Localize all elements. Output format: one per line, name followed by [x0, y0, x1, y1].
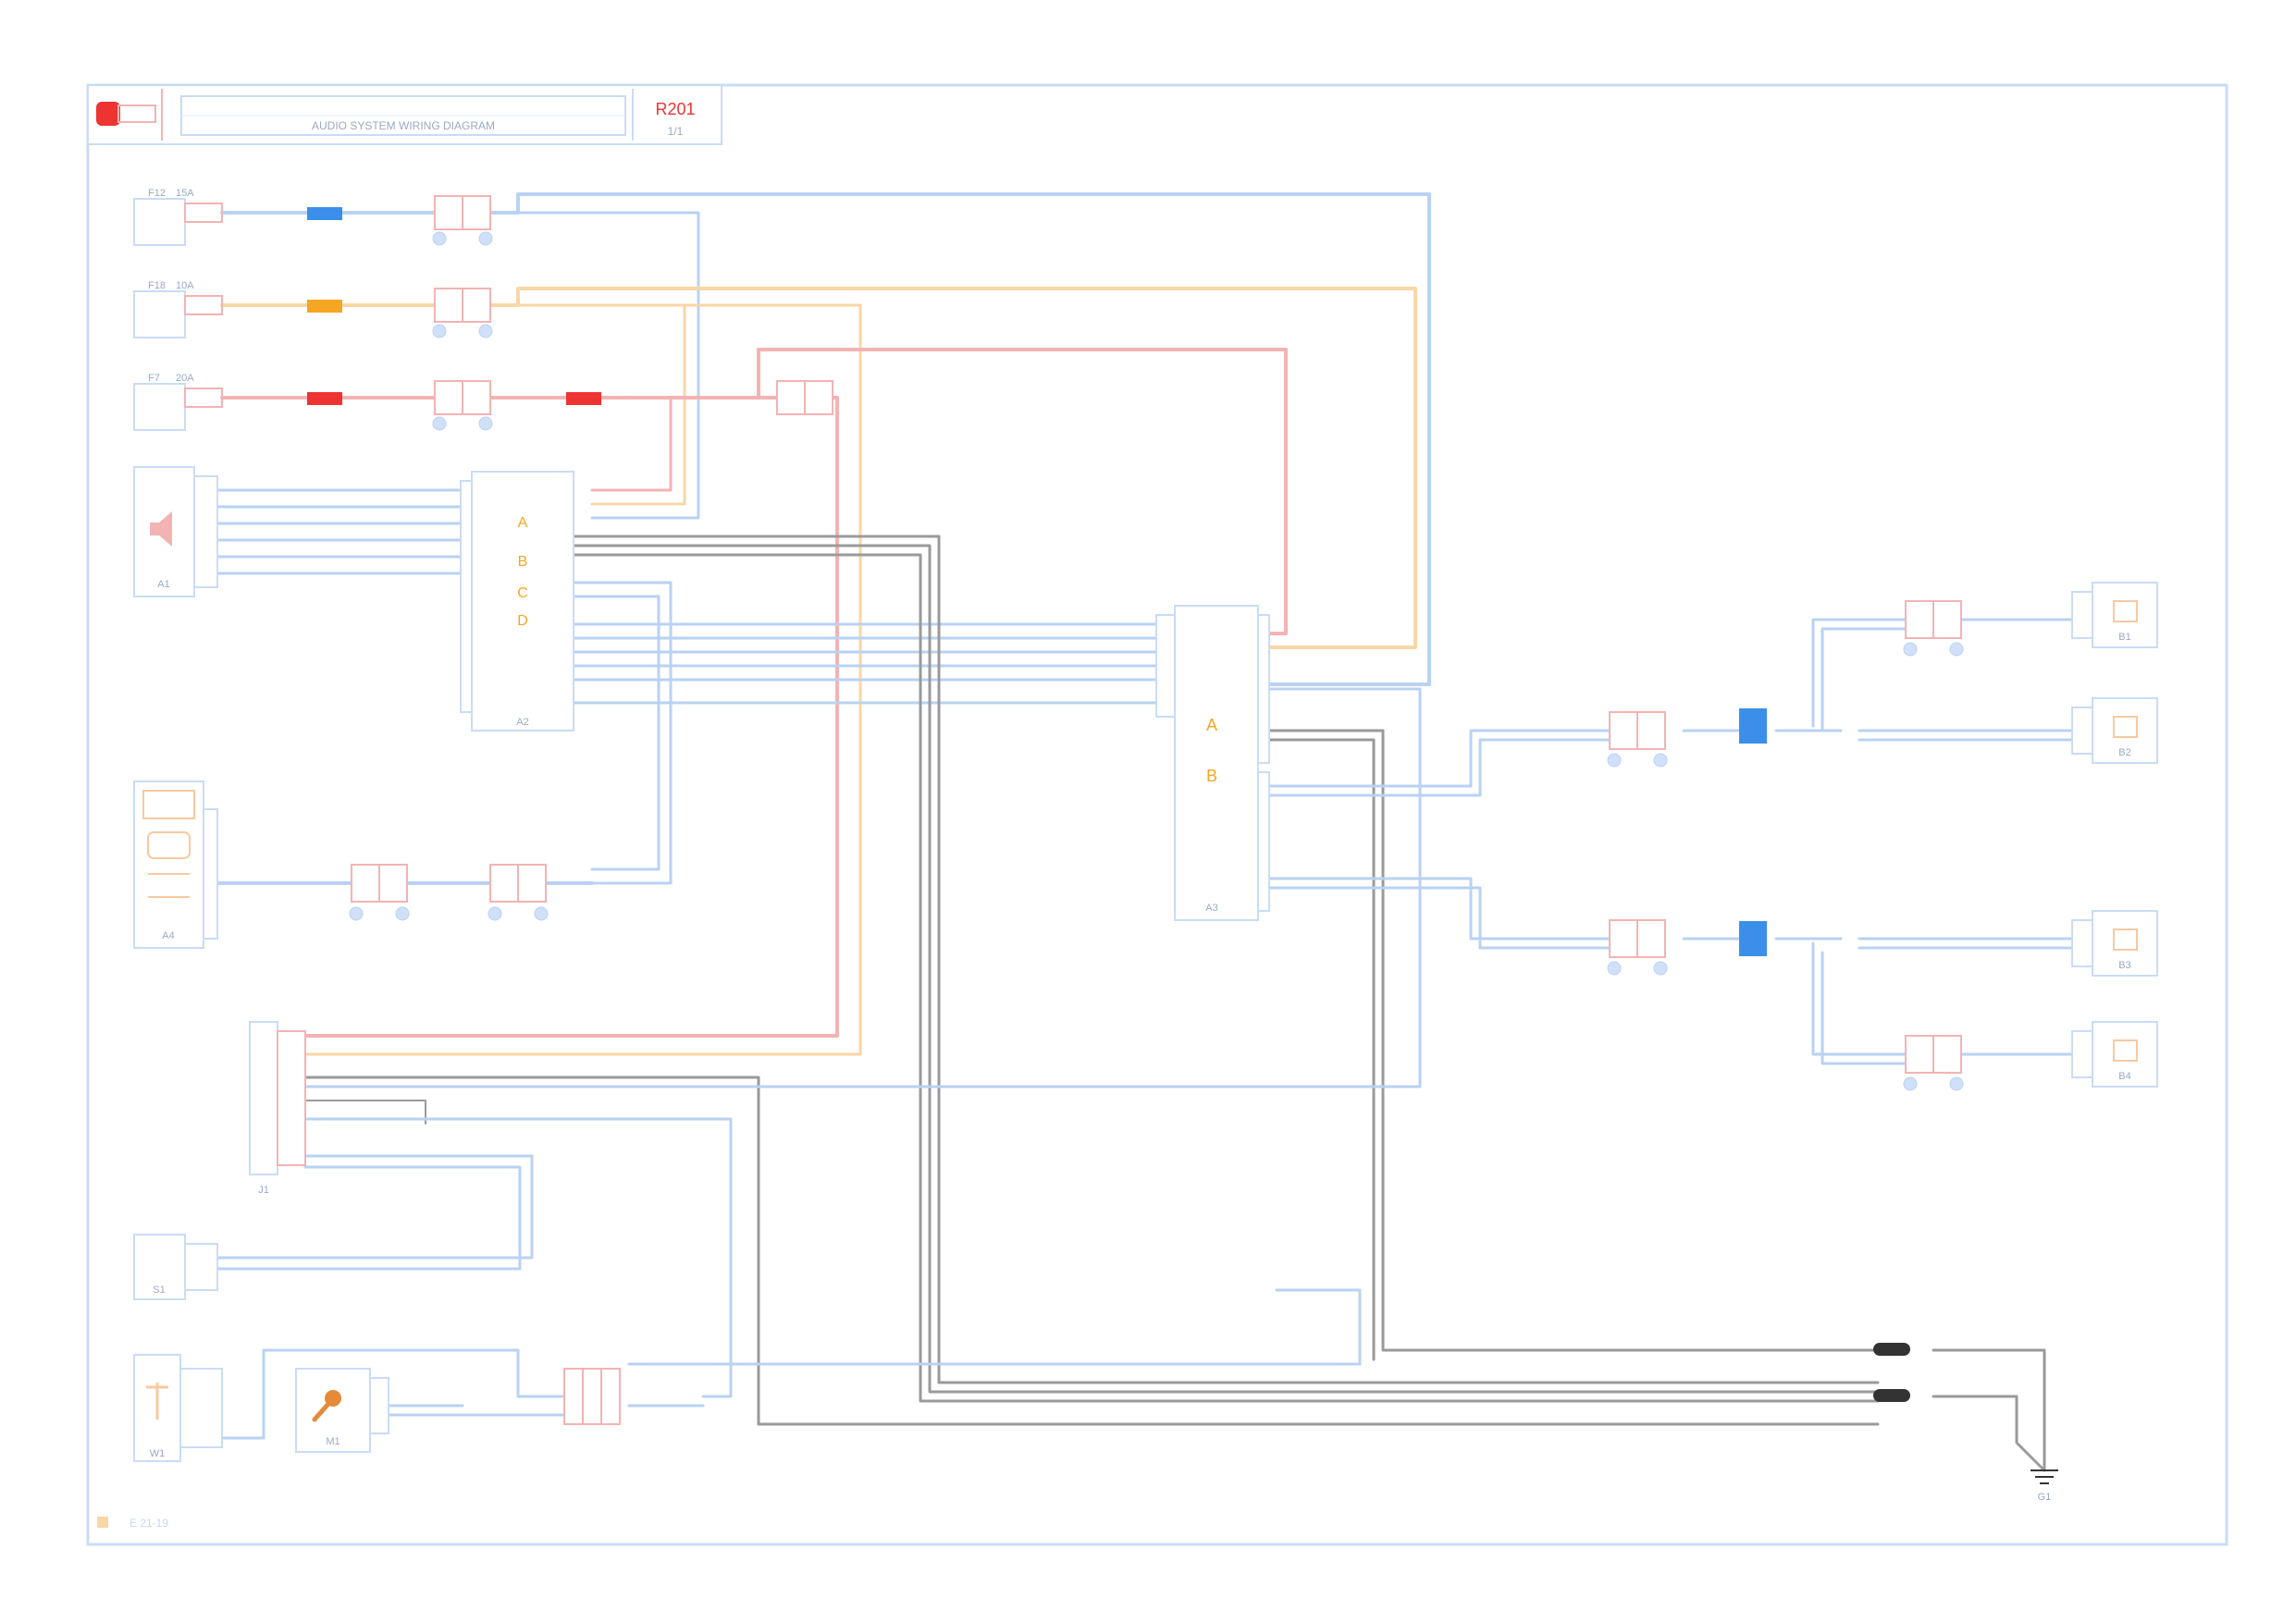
- svg-text:E 21-19: E 21-19: [130, 1517, 168, 1530]
- junction-block: J1: [249, 1021, 306, 1196]
- svg-text:C: C: [517, 585, 528, 601]
- svg-text:B: B: [518, 554, 528, 570]
- footer-note: E 21-19: [97, 1517, 168, 1530]
- microphone-icon: [312, 1390, 341, 1422]
- svg-text:G1: G1: [2038, 1492, 2052, 1503]
- control-module: A B C D A2: [460, 471, 574, 732]
- svg-text:F12: F12: [148, 188, 166, 199]
- svg-text:F7: F7: [148, 373, 160, 384]
- svg-text:M1: M1: [326, 1436, 339, 1447]
- svg-text:B3: B3: [2118, 960, 2130, 971]
- svg-text:A4: A4: [162, 930, 174, 941]
- antenna-icon: [146, 1383, 168, 1420]
- fuse-link-red-1: [307, 392, 342, 405]
- speaker-rl: B3: [2071, 910, 2158, 977]
- svg-text:A: A: [1206, 716, 1217, 734]
- svg-text:B2: B2: [2118, 747, 2130, 758]
- switch-unit: S1: [133, 1234, 218, 1300]
- fuse-1: F12 15A: [133, 188, 223, 246]
- display-unit: A4: [133, 781, 218, 949]
- svg-text:10A: 10A: [176, 280, 194, 291]
- svg-text:B: B: [1206, 767, 1217, 785]
- shield-cap-1: [1873, 1343, 1910, 1356]
- antenna: W1: [133, 1354, 223, 1462]
- audio-unit: A1: [133, 466, 218, 597]
- title-block: AUDIO SYSTEM WIRING DIAGRAM R201 1/1: [87, 84, 722, 145]
- svg-text:S1: S1: [153, 1285, 165, 1296]
- splice-block-1: [1739, 708, 1767, 744]
- amplifier: A B A3: [1155, 605, 1270, 921]
- fuse-2: F18 10A: [133, 280, 223, 338]
- diagram-title: AUDIO SYSTEM WIRING DIAGRAM: [312, 119, 495, 132]
- fuse-3: F7 20A: [133, 373, 223, 431]
- svg-text:A: A: [518, 515, 528, 531]
- svg-text:20A: 20A: [176, 373, 194, 384]
- svg-text:A3: A3: [1205, 903, 1217, 914]
- wire-layer: [216, 192, 2074, 1472]
- speaker-fr: B2: [2071, 697, 2158, 764]
- ground-symbol: G1: [2031, 1469, 2058, 1503]
- inline-connectors: [351, 195, 1962, 1425]
- diagram-frame: [86, 83, 2228, 1546]
- wire-shielded: [572, 535, 1880, 1403]
- speaker-rr: B4: [2071, 1021, 2158, 1088]
- shield-cap-2: [1873, 1389, 1910, 1402]
- fuse-link-red-2: [566, 392, 601, 405]
- display-icon: [142, 790, 195, 898]
- svg-text:15A: 15A: [176, 188, 194, 199]
- svg-text:A2: A2: [516, 717, 528, 728]
- svg-text:D: D: [517, 613, 528, 629]
- fuse-link-orange: [307, 300, 342, 313]
- speaker-fl: B1: [2071, 582, 2158, 648]
- svg-text:W1: W1: [150, 1448, 166, 1459]
- speaker-icon: [150, 511, 172, 547]
- splice-block-2: [1739, 921, 1767, 956]
- sheet-code: R201: [655, 100, 695, 118]
- sheet-sub: 1/1: [668, 125, 684, 138]
- svg-text:J1: J1: [258, 1185, 269, 1196]
- svg-text:A1: A1: [157, 579, 169, 590]
- svg-text:F18: F18: [148, 280, 166, 291]
- svg-text:B4: B4: [2118, 1071, 2130, 1082]
- wire-fuse-2: [220, 287, 1417, 649]
- logo-mark: [96, 102, 120, 126]
- fuse-link-blue: [307, 207, 342, 220]
- svg-text:B1: B1: [2118, 632, 2130, 643]
- microphone: M1: [295, 1368, 389, 1453]
- connector-pins: [349, 231, 1964, 1091]
